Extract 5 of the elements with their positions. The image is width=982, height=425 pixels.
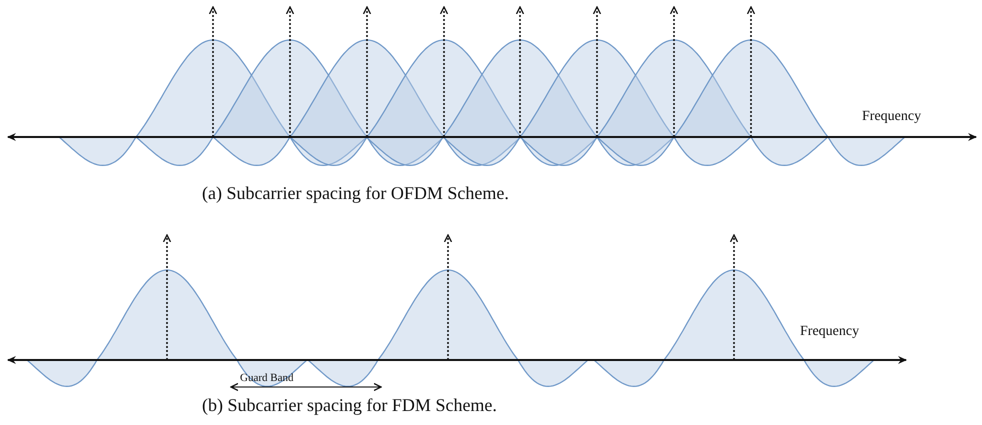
caption: (a) Subcarrier spacing for OFDM Scheme. <box>202 184 509 204</box>
axis-label: Frequency <box>862 109 922 124</box>
caption: (b) Subcarrier spacing for FDM Scheme. <box>202 396 497 416</box>
dimension-label: Guard Band <box>240 372 294 384</box>
axis-label: Frequency <box>800 324 860 340</box>
